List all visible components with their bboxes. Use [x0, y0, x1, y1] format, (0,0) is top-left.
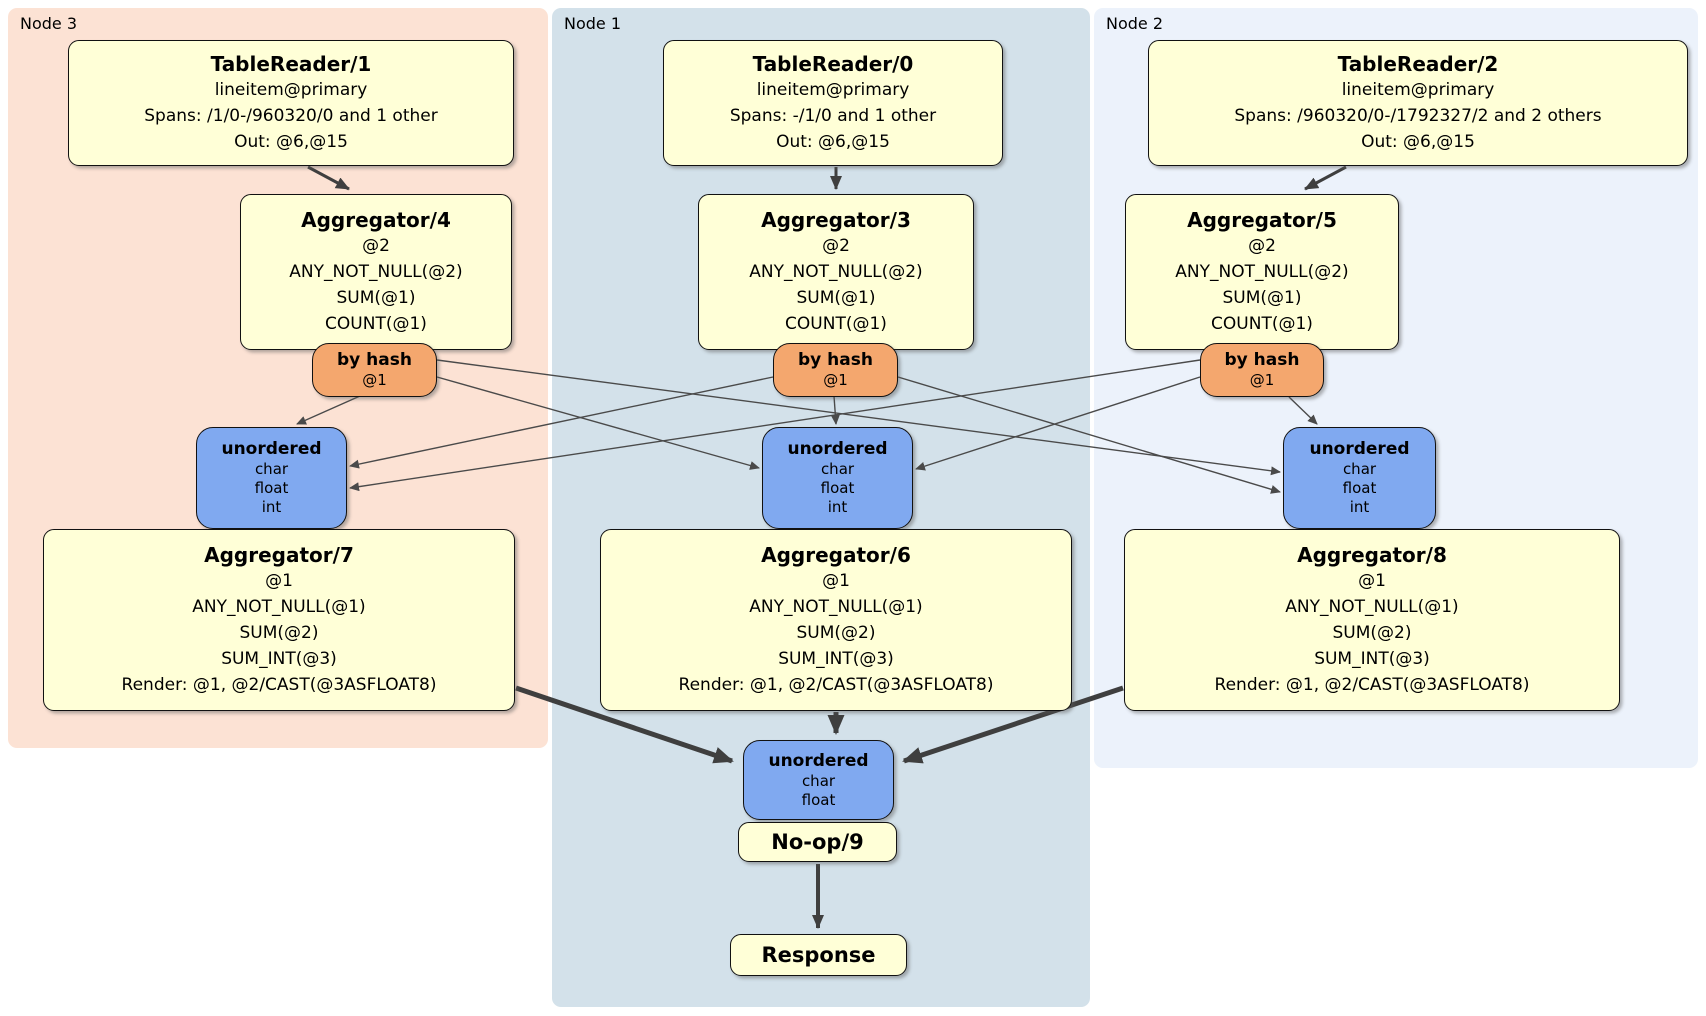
node-detail: Spans: /960320/0-/1792327/2 and 2 others: [1234, 106, 1602, 126]
node-detail: @2: [362, 236, 390, 256]
node-detail: lineitem@primary: [214, 80, 368, 100]
node-detail: SUM(@2): [239, 623, 319, 643]
node-detail: COUNT(@1): [325, 314, 427, 334]
node-detail: SUM_INT(@3): [221, 649, 337, 669]
node-detail: Spans: /1/0-/960320/0 and 1 other: [144, 106, 438, 126]
node-detail: ANY_NOT_NULL(@1): [749, 597, 923, 617]
node-tablereader-2: TableReader/2 lineitem@primary Spans: /9…: [1148, 40, 1688, 166]
node-detail: SUM(@1): [796, 288, 876, 308]
node-detail: ANY_NOT_NULL(@2): [289, 262, 463, 282]
router-by-hash-4: by hash @1: [312, 343, 437, 397]
node-detail: SUM_INT(@3): [778, 649, 894, 669]
node-detail: lineitem@primary: [756, 80, 910, 100]
node-detail: COUNT(@1): [785, 314, 887, 334]
node-detail: Out: @6,@15: [1361, 132, 1475, 152]
sync-detail: float: [1342, 479, 1377, 497]
node1-label: Node 1: [564, 14, 622, 33]
node-title: Response: [761, 943, 876, 967]
router-detail: @1: [362, 371, 387, 389]
node-aggregator-8: Aggregator/8 @1 ANY_NOT_NULL(@1) SUM(@2)…: [1124, 529, 1620, 711]
router-by-hash-5: by hash @1: [1200, 343, 1324, 397]
node-detail: SUM(@2): [796, 623, 876, 643]
node-title: Aggregator/3: [761, 208, 911, 232]
node-aggregator-3: Aggregator/3 @2 ANY_NOT_NULL(@2) SUM(@1)…: [698, 194, 974, 350]
sync-detail: char: [820, 460, 855, 478]
node-detail: SUM(@1): [1222, 288, 1302, 308]
node-title: TableReader/2: [1337, 52, 1499, 76]
node-title: TableReader/0: [752, 52, 914, 76]
sync-title: unordered: [787, 439, 888, 459]
node-aggregator-4: Aggregator/4 @2 ANY_NOT_NULL(@2) SUM(@1)…: [240, 194, 512, 350]
node-title: TableReader/1: [210, 52, 372, 76]
node-detail: @1: [1358, 571, 1386, 591]
sync-detail: float: [820, 479, 855, 497]
node-tablereader-0: TableReader/0 lineitem@primary Spans: -/…: [663, 40, 1003, 166]
node-title: Aggregator/5: [1187, 208, 1337, 232]
sync-detail: char: [254, 460, 289, 478]
router-title: by hash: [337, 350, 412, 370]
sync-title: unordered: [221, 439, 322, 459]
sync-title: unordered: [768, 750, 869, 771]
node-detail: @1: [265, 571, 293, 591]
node-detail: SUM(@1): [336, 288, 416, 308]
node-detail: ANY_NOT_NULL(@1): [1285, 597, 1459, 617]
node2-label: Node 2: [1106, 14, 1164, 33]
sync-detail: int: [827, 498, 848, 516]
router-by-hash-3: by hash @1: [773, 343, 898, 397]
node-detail: SUM(@2): [1332, 623, 1412, 643]
node-detail: SUM_INT(@3): [1314, 649, 1430, 669]
sync-detail: int: [261, 498, 282, 516]
synchronizer-unordered-8: unordered char float int: [1283, 427, 1436, 529]
node-detail: lineitem@primary: [1341, 80, 1495, 100]
node-detail: COUNT(@1): [1211, 314, 1313, 334]
node-detail: @2: [1248, 236, 1276, 256]
router-title: by hash: [1224, 350, 1300, 370]
router-detail: @1: [823, 371, 848, 389]
synchronizer-unordered-7: unordered char float int: [196, 427, 347, 529]
node-title: Aggregator/8: [1297, 543, 1447, 567]
node-no-op-9: No-op/9: [738, 822, 897, 862]
node-title: Aggregator/4: [301, 208, 451, 232]
node-detail: Spans: -/1/0 and 1 other: [729, 106, 937, 126]
node-detail: @1: [822, 571, 850, 591]
sync-detail: float: [254, 479, 289, 497]
router-title: by hash: [798, 350, 873, 370]
node-tablereader-1: TableReader/1 lineitem@primary Spans: /1…: [68, 40, 514, 166]
sync-detail: float: [801, 790, 836, 809]
synchronizer-unordered-9: unordered char float: [743, 740, 894, 820]
node-detail: ANY_NOT_NULL(@2): [1175, 262, 1349, 282]
node-aggregator-7: Aggregator/7 @1 ANY_NOT_NULL(@1) SUM(@2)…: [43, 529, 515, 711]
node-detail: Render: @1, @2/CAST(@3ASFLOAT8): [678, 675, 994, 695]
node-detail: @2: [822, 236, 850, 256]
node-detail: Render: @1, @2/CAST(@3ASFLOAT8): [121, 675, 437, 695]
node-detail: ANY_NOT_NULL(@1): [192, 597, 366, 617]
synchronizer-unordered-6: unordered char float int: [762, 427, 913, 529]
sync-detail: int: [1349, 498, 1370, 516]
sync-detail: char: [801, 771, 836, 790]
node-response: Response: [730, 934, 907, 976]
node-detail: ANY_NOT_NULL(@2): [749, 262, 923, 282]
node-detail: Out: @6,@15: [776, 132, 890, 152]
node-detail: Render: @1, @2/CAST(@3ASFLOAT8): [1214, 675, 1530, 695]
node-title: Aggregator/6: [761, 543, 911, 567]
node3-label: Node 3: [20, 14, 78, 33]
sync-title: unordered: [1309, 439, 1410, 459]
node-aggregator-5: Aggregator/5 @2 ANY_NOT_NULL(@2) SUM(@1)…: [1125, 194, 1399, 350]
sync-detail: char: [1342, 460, 1377, 478]
node-title: No-op/9: [771, 830, 864, 854]
node-title: Aggregator/7: [204, 543, 354, 567]
node-detail: Out: @6,@15: [234, 132, 348, 152]
router-detail: @1: [1249, 371, 1275, 389]
node-aggregator-6: Aggregator/6 @1 ANY_NOT_NULL(@1) SUM(@2)…: [600, 529, 1072, 711]
